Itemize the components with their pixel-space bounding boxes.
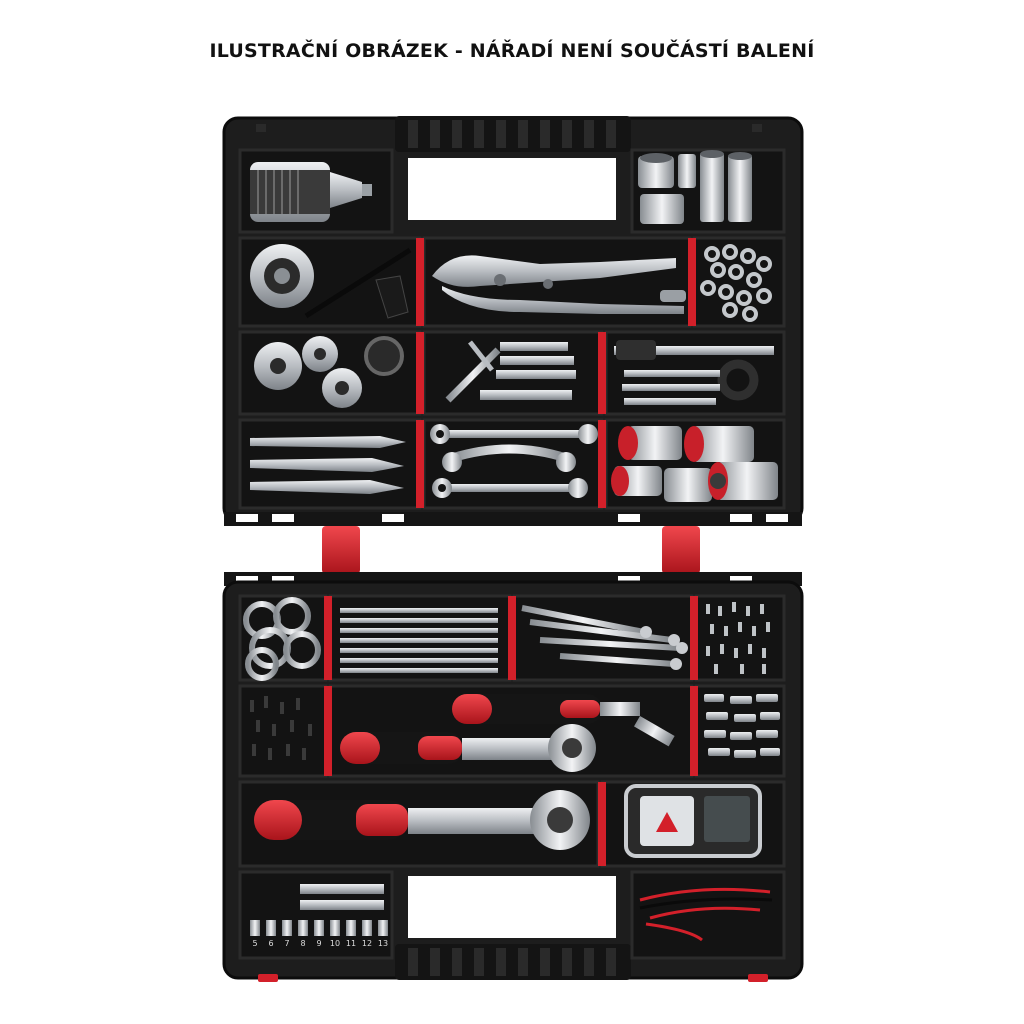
bit-size-label: 9 <box>316 939 321 948</box>
bit-size-label: 7 <box>284 939 289 948</box>
bottom-divider-clips <box>324 596 698 866</box>
screwdriver-bits-icon <box>340 608 498 673</box>
combination-wrench-icon <box>430 424 598 498</box>
drill-chuck-icon <box>250 162 372 222</box>
top-handle-window <box>408 158 616 220</box>
bottom-handle-ribs <box>408 948 616 976</box>
bolts-nuts-icon <box>704 694 780 758</box>
bolts-icon <box>521 605 688 670</box>
compartment-small-screws <box>238 684 328 778</box>
bottom-tray: 5 6 7 8 9 10 11 12 13 <box>222 580 804 982</box>
socket-set-icon <box>638 150 752 224</box>
top-lid <box>222 116 804 524</box>
bit-size-label: 6 <box>268 939 273 948</box>
image-caption: ILUSTRAČNÍ OBRÁZEK - NÁŘADÍ NENÍ SOUČÁST… <box>209 40 815 62</box>
bit-size-label: 12 <box>362 939 372 948</box>
ratchet-wrench-icon <box>340 724 596 772</box>
bit-size-label: 11 <box>346 939 356 948</box>
bit-size-label: 8 <box>300 939 305 948</box>
screws-icon <box>706 602 770 674</box>
compartment-test-leads <box>630 870 786 960</box>
hole-saws-icon <box>611 426 778 502</box>
chuck-key-icon <box>250 244 412 319</box>
bit-size-label: 10 <box>330 939 340 948</box>
washers-icon <box>243 597 321 681</box>
bottom-handle-window <box>408 876 616 938</box>
large-ratchet-wrench-icon <box>254 790 590 850</box>
bit-size-label: 13 <box>378 939 388 948</box>
top-divider-clips <box>416 238 696 508</box>
right-foot <box>748 974 768 982</box>
chisels-icon <box>250 436 406 494</box>
bit-set-icon: 5 6 7 8 9 10 11 12 13 <box>250 884 388 948</box>
threading-dies-icon <box>254 336 404 408</box>
screwdriver-handle-icon <box>452 694 675 747</box>
nuts-icon <box>700 244 772 322</box>
left-hinge-clip <box>322 526 360 574</box>
test-leads-icon <box>639 887 773 942</box>
multimeter-icon <box>624 784 762 858</box>
right-hinge-clip <box>662 526 700 574</box>
locking-pliers-icon <box>432 255 686 314</box>
tap-wrench-icon <box>614 340 774 405</box>
taps-icon <box>445 340 576 403</box>
hinges <box>224 512 802 586</box>
bit-size-label: 5 <box>252 939 257 948</box>
left-foot <box>258 974 278 982</box>
black-screws-icon <box>250 696 312 760</box>
top-handle-ribs <box>408 120 616 148</box>
